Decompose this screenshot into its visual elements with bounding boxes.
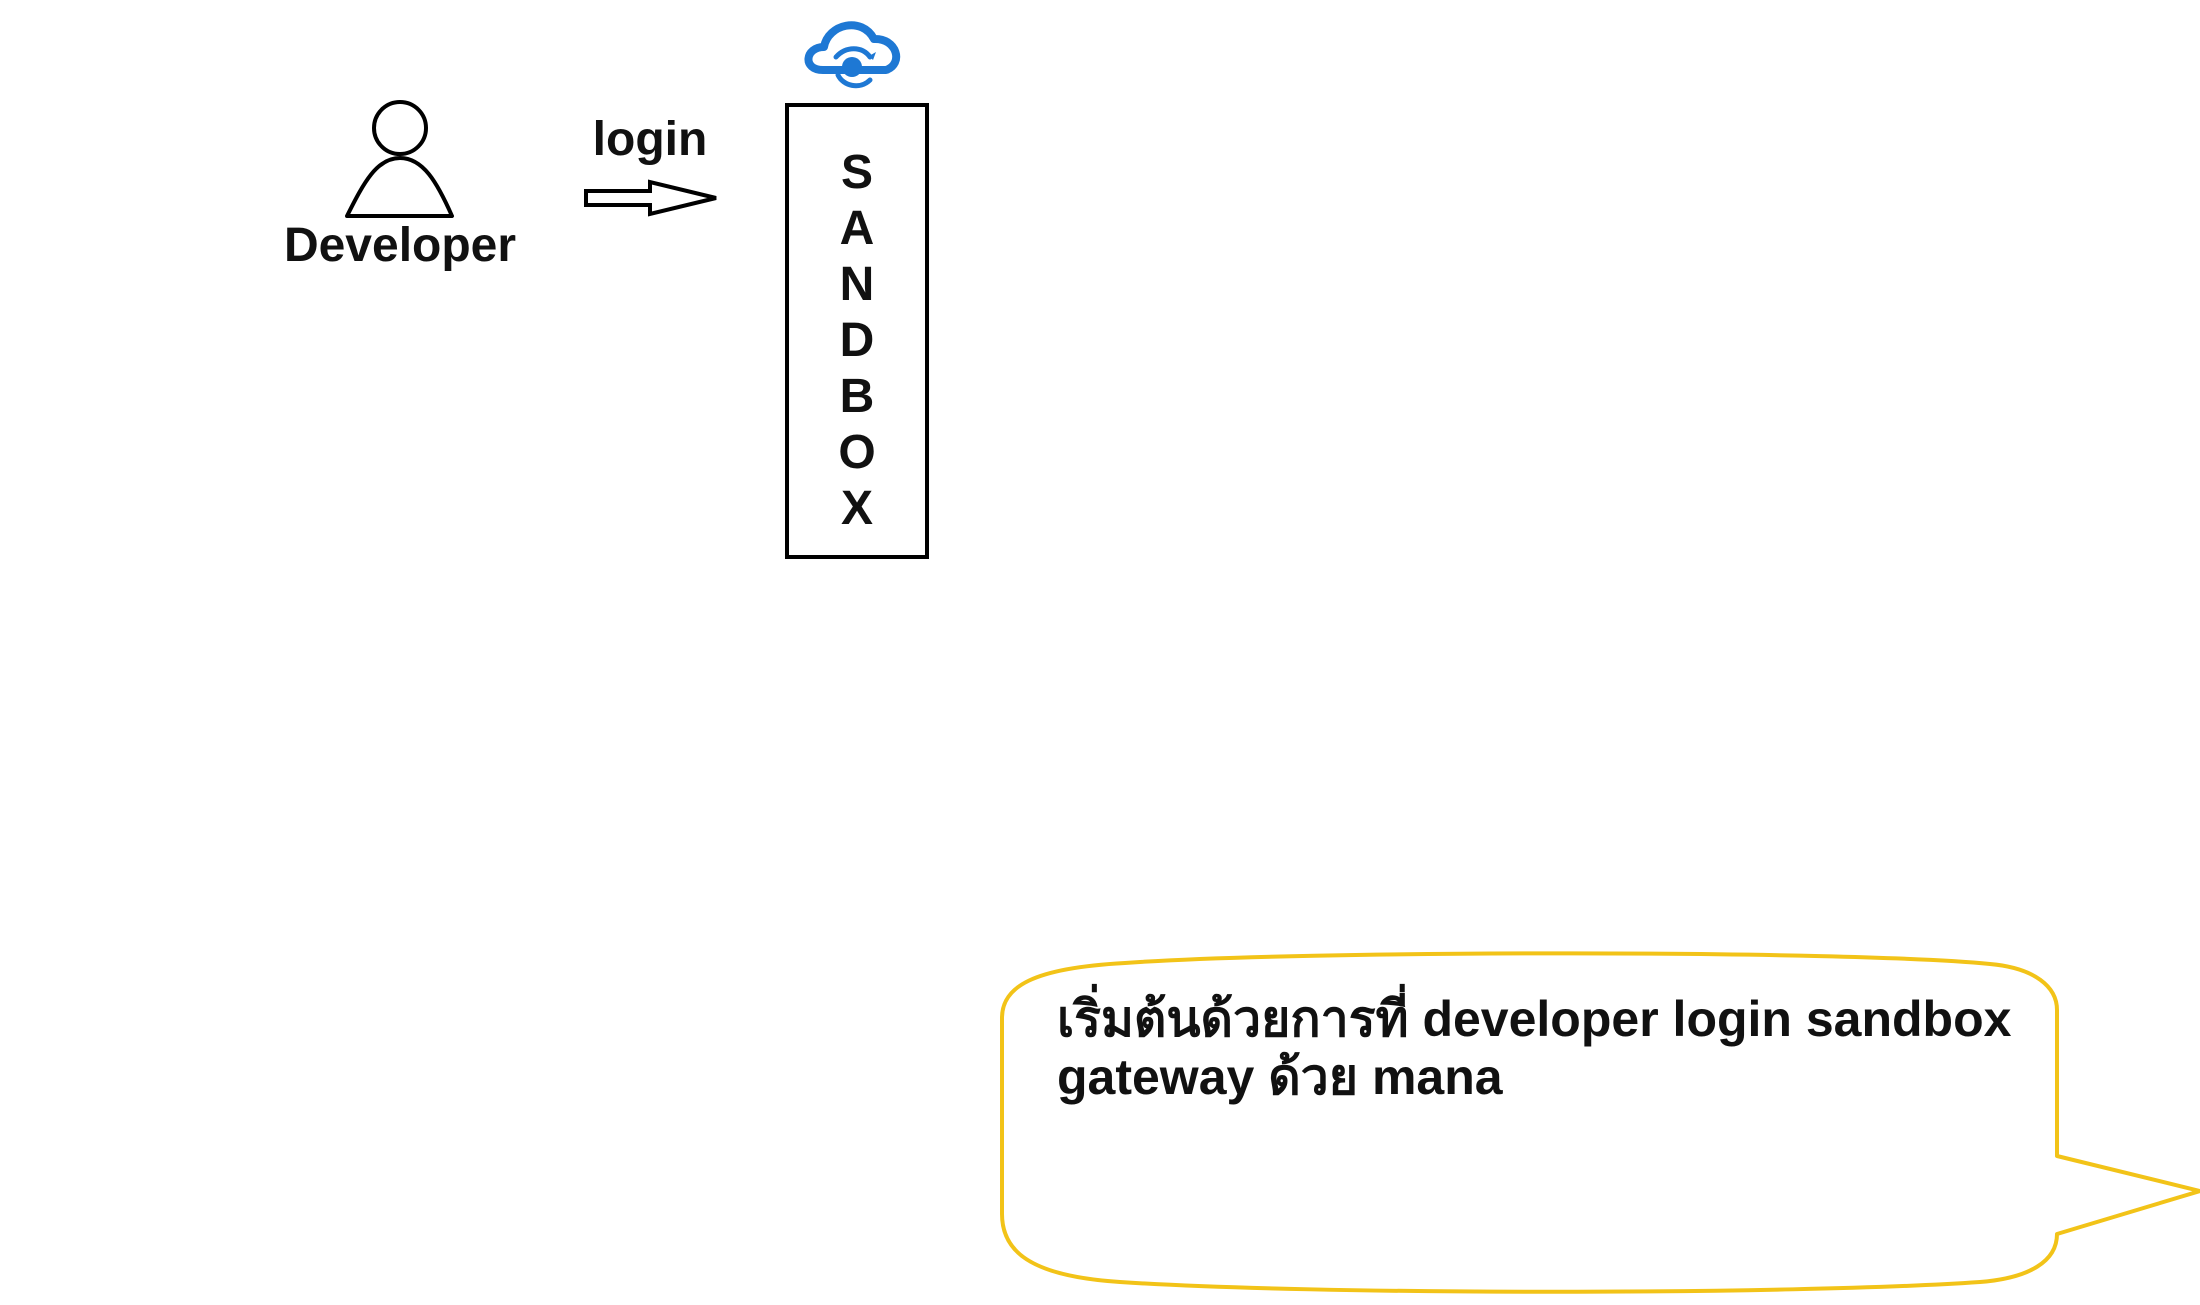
sandbox-box: S A N D B O X — [785, 103, 929, 559]
developer-label: Developer — [283, 219, 517, 272]
cloud-sync-icon — [804, 21, 900, 89]
callout-text: เริ่มต้นด้วยการที่ developer login sandb… — [1057, 991, 2012, 1105]
login-label: login — [592, 113, 708, 166]
speech-bubble — [1000, 951, 2200, 1294]
developer-icon — [345, 100, 454, 218]
sandbox-label: S A N D B O X — [838, 146, 876, 535]
login-arrow — [584, 179, 717, 217]
